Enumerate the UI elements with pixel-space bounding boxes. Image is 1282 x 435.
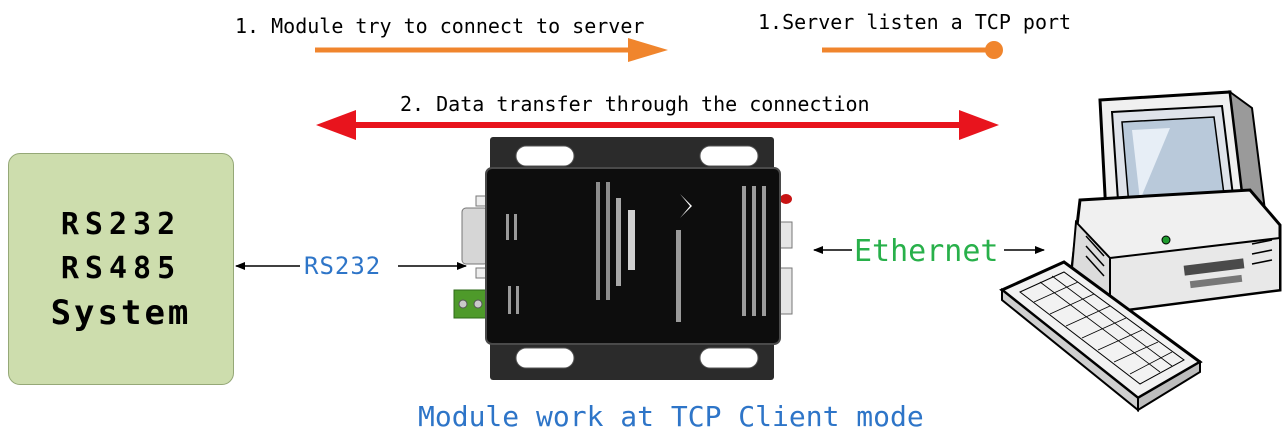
caption: Module work at TCP Client mode bbox=[418, 400, 924, 433]
ethernet-label: Ethernet bbox=[854, 234, 999, 269]
system-line-system: System bbox=[50, 293, 192, 333]
data-transfer-label: 2. Data transfer through the connection bbox=[400, 92, 870, 116]
serial-system-box: RS232 RS485 System bbox=[8, 153, 234, 385]
server-listen-line bbox=[822, 41, 1003, 59]
rs232-link-label: RS232 bbox=[304, 252, 382, 280]
server-listen-label: 1.Server listen a TCP port bbox=[758, 10, 1072, 34]
module-connect-label: 1. Module try to connect to server bbox=[235, 14, 645, 38]
data-transfer-arrow bbox=[316, 110, 999, 140]
module-connect-arrow bbox=[315, 38, 668, 62]
system-line-rs232: RS232 bbox=[60, 207, 182, 242]
computer-icon bbox=[999, 89, 1282, 413]
system-line-rs485: RS485 bbox=[60, 251, 182, 286]
serial-device bbox=[453, 137, 793, 380]
